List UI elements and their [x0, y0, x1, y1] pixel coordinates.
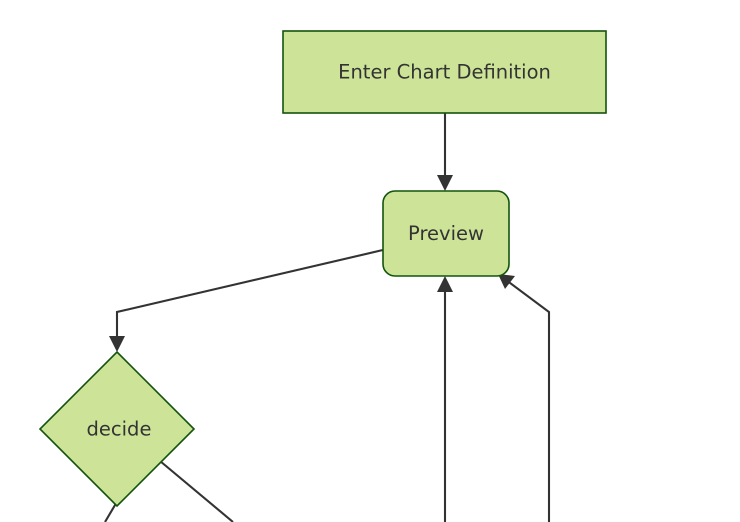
edge-bottom-right-to-preview: [498, 274, 551, 522]
edge-bottom-center-to-preview: [437, 276, 453, 522]
edge-preview-to-decide: [109, 248, 384, 352]
edge-decide-right-out-line: [159, 460, 234, 522]
edge-bottom-center-to-preview-arrowhead: [437, 276, 453, 292]
node-preview-shape[interactable]: [382, 190, 510, 277]
edge-enter-to-preview-arrowhead: [437, 175, 453, 191]
node-decide-shape[interactable]: [38, 350, 196, 508]
edge-preview-to-decide-line: [115, 248, 384, 343]
edge-enter-to-preview: [437, 113, 453, 191]
node-preview-label: Preview: [408, 222, 484, 245]
node-enter-chart-definition-label: Enter Chart Definition: [338, 61, 551, 84]
edge-decide-right-out: [159, 460, 234, 522]
edge-preview-to-decide-arrowhead: [109, 336, 125, 352]
node-enter-chart-definition[interactable]: Enter Chart Definition: [282, 30, 607, 114]
edge-layer: [104, 113, 551, 522]
node-decide[interactable]: decide: [38, 350, 196, 508]
node-preview[interactable]: Preview: [382, 190, 510, 277]
edge-bottom-right-to-preview-line: [505, 279, 551, 522]
node-layer: Enter Chart Definition Preview decide: [38, 30, 607, 508]
node-enter-chart-definition-shape[interactable]: [282, 30, 607, 114]
node-decide-label: decide: [87, 418, 152, 441]
edge-bottom-right-to-preview-arrowhead: [498, 274, 515, 289]
